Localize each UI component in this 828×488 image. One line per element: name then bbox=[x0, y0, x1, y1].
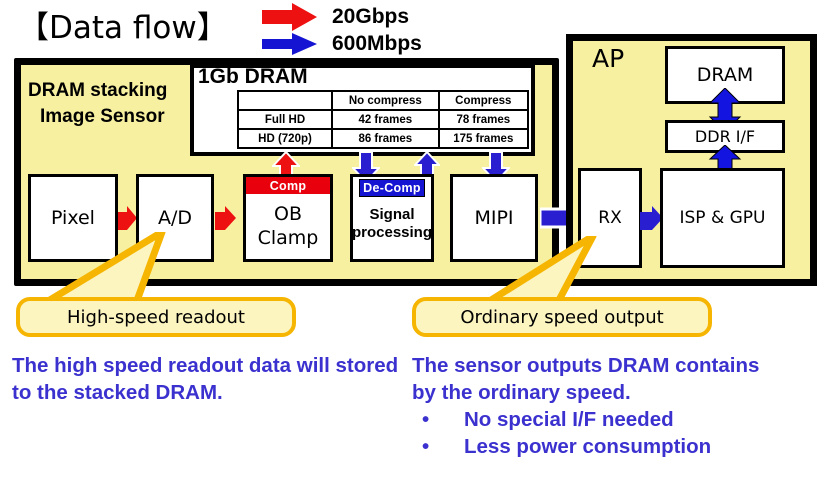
caption-right-line1: The sensor outputs DRAM contains bbox=[412, 354, 760, 377]
block-pixel: Pixel bbox=[28, 174, 118, 262]
badge-comp: Comp bbox=[246, 177, 330, 194]
table-row: HD (720p) 86 frames 175 frames bbox=[237, 128, 530, 149]
bullet-marker: • bbox=[422, 408, 430, 431]
red-right-arrow-pixel-to-ad bbox=[118, 206, 137, 230]
table-header-row: No compress Compress bbox=[237, 90, 530, 111]
table-header-no-compress: No compress bbox=[331, 90, 440, 111]
cell-full-hd-no-compress: 42 frames bbox=[331, 109, 440, 130]
cell-hd-compress: 175 frames bbox=[437, 128, 530, 149]
callout-right-tail bbox=[488, 236, 597, 306]
table-header-blank bbox=[237, 90, 333, 111]
caption-right: The sensor outputs DRAM contains by the … bbox=[412, 352, 822, 460]
cell-full-hd-compress: 78 frames bbox=[437, 109, 530, 130]
table-header-compress: Compress bbox=[437, 90, 530, 111]
bullet-text: No special I/F needed bbox=[464, 408, 674, 431]
dram-capacity-table: No compress Compress Full HD 42 frames 7… bbox=[237, 90, 530, 149]
blue-right-arrow-rx-to-isp bbox=[640, 206, 663, 230]
block-ob-clamp-label-1: OB bbox=[274, 203, 302, 225]
legend-slow-label: 600Mbps bbox=[332, 32, 422, 55]
block-isp-gpu: ISP & GPU bbox=[660, 168, 785, 268]
sensor-title: DRAM stacking Image Sensor bbox=[28, 78, 203, 130]
block-ob-clamp: Comp OB Clamp bbox=[243, 174, 333, 262]
legend-fast-label: 20Gbps bbox=[332, 5, 410, 28]
list-item: • Less power consumption bbox=[412, 433, 822, 460]
caption-right-bullets: • No special I/F needed • Less power con… bbox=[412, 406, 822, 460]
row-label-hd-720p: HD (720p) bbox=[237, 128, 333, 149]
list-item: • No special I/F needed bbox=[412, 406, 822, 433]
badge-de-comp: De-Comp bbox=[359, 179, 425, 197]
cell-hd-no-compress: 86 frames bbox=[331, 128, 440, 149]
legend-item-slow: 600Mbps bbox=[262, 32, 422, 56]
table-row: Full HD 42 frames 78 frames bbox=[237, 109, 530, 130]
ap-label: AP bbox=[592, 44, 625, 73]
page-title: 【Data flow】 bbox=[18, 10, 228, 46]
legend-item-fast: 20Gbps bbox=[262, 3, 409, 31]
dram-panel-title: 1Gb DRAM bbox=[198, 65, 308, 88]
callout-high-speed-readout: High-speed readout bbox=[16, 297, 296, 337]
sensor-title-line2: Image Sensor bbox=[40, 106, 165, 127]
block-mipi: MIPI bbox=[450, 174, 538, 262]
bullet-text: Less power consumption bbox=[464, 435, 712, 458]
bullet-marker: • bbox=[422, 435, 430, 458]
callout-ordinary-speed-output: Ordinary speed output bbox=[412, 297, 712, 337]
blue-right-arrow-icon bbox=[262, 33, 317, 55]
caption-left: The high speed readout data will stored … bbox=[12, 354, 399, 404]
sensor-title-line1: DRAM stacking bbox=[28, 80, 168, 101]
block-ob-clamp-label-2: Clamp bbox=[257, 227, 319, 249]
row-label-full-hd: Full HD bbox=[237, 109, 333, 130]
red-right-arrow-ad-to-ob-clamp bbox=[215, 206, 236, 230]
red-up-arrow-comp-to-dram bbox=[272, 152, 300, 182]
red-right-arrow-icon bbox=[262, 3, 317, 31]
caption-right-line2: by the ordinary speed. bbox=[412, 381, 631, 404]
